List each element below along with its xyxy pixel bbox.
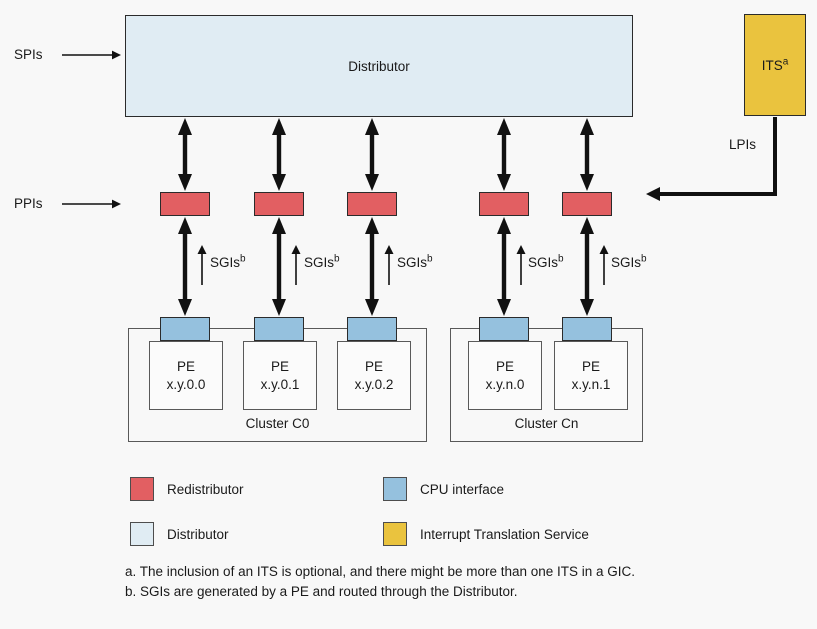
sgi-footnote-ref: b [641, 253, 647, 265]
distributor-box: Distributor [125, 15, 633, 117]
sgi-label: SGIsb [210, 253, 246, 270]
spis-arrow [62, 50, 121, 60]
redistributor-box [479, 192, 529, 216]
its-footnote-ref: a [782, 56, 789, 67]
legend-item-distributor: Distributor [130, 521, 229, 547]
cpu-interface-box [347, 317, 397, 341]
pe-id: x.y.n.1 [571, 376, 611, 392]
redistributor-box [160, 192, 210, 216]
its-box: ITSa [744, 14, 806, 116]
cluster-cn-label: Cluster Cn [514, 416, 579, 431]
cpu-interface-box [562, 317, 612, 341]
its-swatch [383, 522, 407, 546]
redistributor-box [254, 192, 304, 216]
distributor-redistributor-arrows [178, 118, 594, 191]
pe-id: x.y.n.0 [485, 376, 525, 392]
distributor-swatch [130, 522, 154, 546]
cpu-interface-box [160, 317, 210, 341]
legend-label: Interrupt Translation Service [420, 526, 589, 542]
pe-box: PE x.y.n.1 [554, 341, 628, 410]
ppis-label: PPIs [14, 196, 43, 211]
ppis-arrow [62, 199, 121, 209]
cpu-interface-box [254, 317, 304, 341]
redistributor-box [347, 192, 397, 216]
legend-item-cpu-interface: CPU interface [383, 476, 504, 502]
footnote-a: a. The inclusion of an ITS is optional, … [125, 564, 636, 579]
sgi-footnote-ref: b [427, 253, 433, 265]
cluster-cn-box [450, 328, 643, 442]
pe-box: PE x.y.0.0 [149, 341, 223, 410]
redistributor-swatch [130, 477, 154, 501]
cluster-c0-label: Cluster C0 [245, 416, 310, 431]
its-label: ITSa [761, 56, 789, 73]
legend-item-redistributor: Redistributor [130, 476, 244, 502]
sgi-label: SGIsb [397, 253, 433, 270]
pe-box: PE x.y.0.2 [337, 341, 411, 410]
spis-label: SPIs [14, 47, 43, 62]
lpis-label: LPIs [729, 137, 757, 152]
pe-box: PE x.y.0.1 [243, 341, 317, 410]
pe-title: PE [581, 358, 600, 374]
footnote-b: b. SGIs are generated by a PE and routed… [125, 583, 518, 599]
pe-box: PE x.y.n.0 [468, 341, 542, 410]
distributor-label: Distributor [348, 58, 410, 74]
legend-label: Redistributor [167, 481, 244, 497]
legend-item-its: Interrupt Translation Service [383, 521, 589, 547]
pe-id: x.y.0.1 [260, 376, 300, 392]
sgi-footnote-ref: b [334, 253, 340, 265]
pe-id: x.y.0.0 [166, 376, 206, 392]
sgi-label: SGIsb [528, 253, 564, 270]
pe-title: PE [176, 358, 195, 374]
sgi-label: SGIsb [304, 253, 340, 270]
legend-label: Distributor [167, 526, 229, 542]
pe-title: PE [270, 358, 289, 374]
legend-label: CPU interface [420, 481, 505, 497]
redistributor-box [562, 192, 612, 216]
sgi-label: SGIsb [611, 253, 647, 270]
pe-title: PE [364, 358, 383, 374]
cpu-interface-box [479, 317, 529, 341]
sgi-footnote-ref: b [558, 253, 564, 265]
its-lpis-arrow [646, 117, 777, 201]
footnotes: a. The inclusion of an ITS is optional, … [125, 562, 681, 601]
pe-id: x.y.0.2 [354, 376, 394, 392]
cpu-interface-swatch [383, 477, 407, 501]
pe-title: PE [495, 358, 514, 374]
sgi-footnote-ref: b [240, 253, 246, 265]
